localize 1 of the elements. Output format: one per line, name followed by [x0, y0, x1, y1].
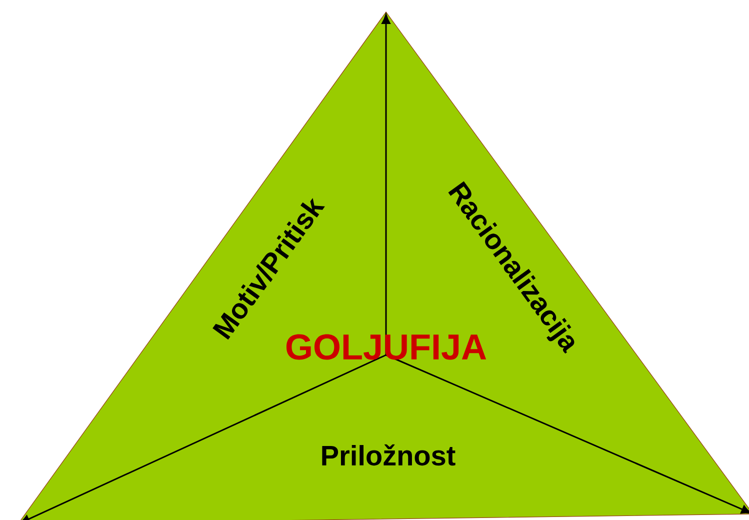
- side-label: Priložnost: [322, 444, 456, 466]
